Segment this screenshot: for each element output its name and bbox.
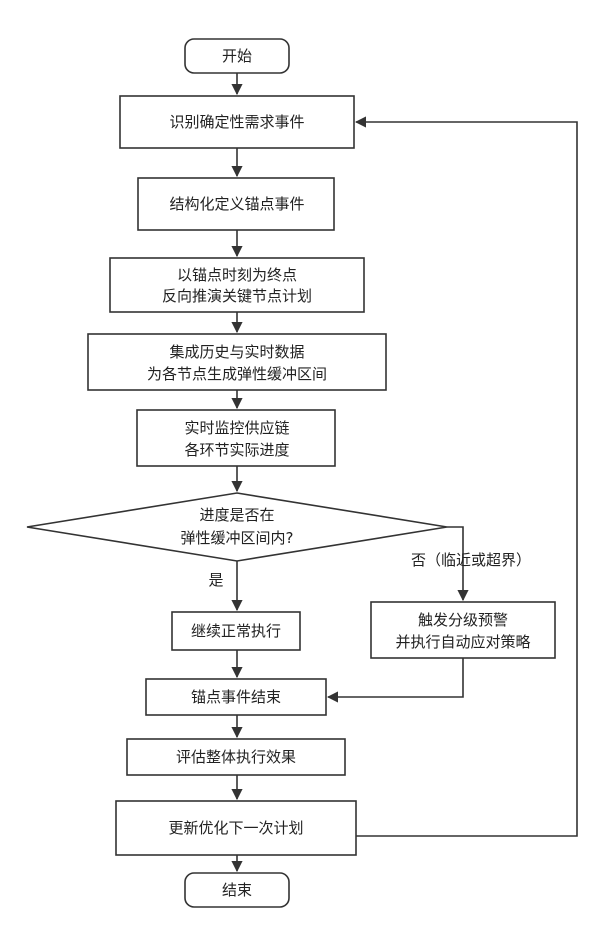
alert-label-1: 触发分级预警 bbox=[418, 611, 508, 629]
backward-plan-node: 以锚点时刻为终点 反向推演关键节点计划 bbox=[110, 258, 364, 312]
edge-update-loop-identify bbox=[356, 122, 577, 836]
monitor-label-1: 实时监控供应链 bbox=[184, 419, 289, 437]
identify-node: 识别确定性需求事件 bbox=[120, 96, 354, 148]
update-label: 更新优化下一次计划 bbox=[168, 819, 303, 837]
integrate-node: 集成历史与实时数据 为各节点生成弹性缓冲区间 bbox=[88, 334, 386, 390]
evaluate-label: 评估整体执行效果 bbox=[176, 748, 296, 766]
decision-node: 进度是否在 弹性缓冲区间内? bbox=[27, 493, 447, 561]
monitor-label-2: 各环节实际进度 bbox=[184, 441, 289, 459]
integrate-label-1: 集成历史与实时数据 bbox=[169, 343, 304, 361]
edge-alert-anchor-end bbox=[328, 658, 463, 697]
start-node: 开始 bbox=[185, 39, 289, 73]
backward-plan-label-2: 反向推演关键节点计划 bbox=[162, 287, 312, 305]
edge-label-no: 否（临近或超界） bbox=[411, 551, 531, 569]
start-label: 开始 bbox=[222, 47, 252, 65]
edge-label-yes: 是 bbox=[208, 571, 223, 589]
define-node: 结构化定义锚点事件 bbox=[138, 178, 334, 230]
anchor-end-node: 锚点事件结束 bbox=[146, 679, 326, 715]
alert-label-2: 并执行自动应对策略 bbox=[395, 633, 530, 651]
end-node: 结束 bbox=[185, 873, 289, 907]
decision-label-2: 弹性缓冲区间内? bbox=[181, 529, 294, 547]
identify-label: 识别确定性需求事件 bbox=[169, 113, 304, 131]
update-node: 更新优化下一次计划 bbox=[116, 801, 356, 855]
continue-label: 继续正常执行 bbox=[191, 622, 281, 640]
end-label: 结束 bbox=[222, 881, 252, 899]
alert-node: 触发分级预警 并执行自动应对策略 bbox=[371, 602, 555, 658]
monitor-node: 实时监控供应链 各环节实际进度 bbox=[137, 410, 335, 466]
anchor-end-label: 锚点事件结束 bbox=[191, 688, 281, 706]
continue-node: 继续正常执行 bbox=[172, 612, 300, 650]
backward-plan-label-1: 以锚点时刻为终点 bbox=[177, 266, 297, 284]
integrate-label-2: 为各节点生成弹性缓冲区间 bbox=[147, 365, 327, 383]
evaluate-node: 评估整体执行效果 bbox=[127, 739, 345, 775]
decision-label-1: 进度是否在 bbox=[199, 506, 274, 524]
define-label: 结构化定义锚点事件 bbox=[169, 195, 304, 213]
